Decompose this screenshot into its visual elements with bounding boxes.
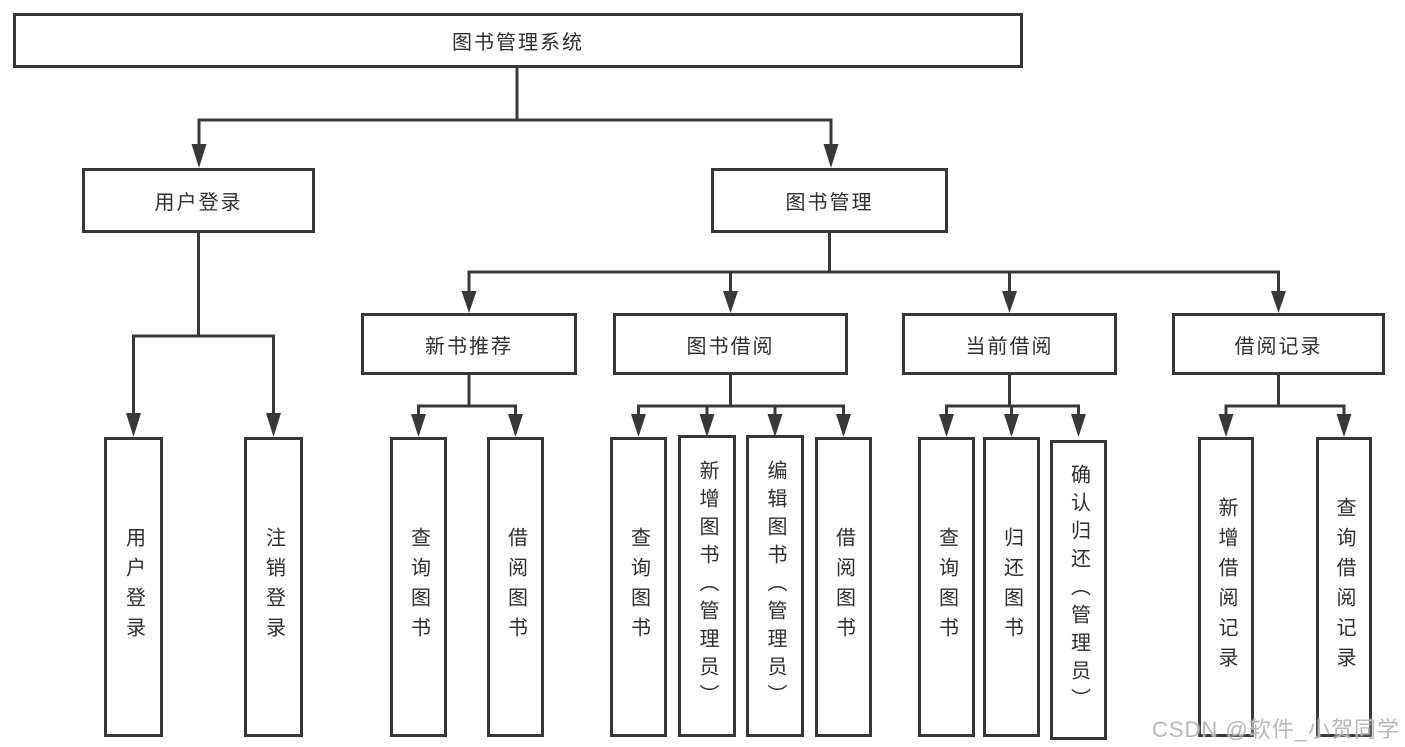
node-borrow-records: 借阅记录 xyxy=(1172,313,1385,375)
node-borrow-records-label: 借阅记录 xyxy=(1234,335,1323,358)
leaf-record-query: 查询借阅记录 xyxy=(1316,437,1372,737)
leaf-newbook-borrow-label: 借阅图书 xyxy=(504,527,527,647)
leaf-user-login-label: 用户登录 xyxy=(122,527,145,647)
leaf-borrow-add: 新增图书（管理员） xyxy=(678,435,736,737)
node-new-book-rec: 新书推荐 xyxy=(361,313,577,375)
connector-new-book-split xyxy=(411,375,523,437)
leaf-logout-label: 注销登录 xyxy=(262,527,285,647)
node-user-login-label: 用户登录 xyxy=(154,192,243,214)
connector-user-login-split xyxy=(126,233,281,437)
leaf-borrow-edit-label: 编辑图书（管理员） xyxy=(764,460,786,712)
connector-book-mgmt-split xyxy=(461,233,1286,313)
node-new-book-rec-label: 新书推荐 xyxy=(425,335,513,358)
connector-book-borrow-split xyxy=(631,375,851,437)
node-current-borrow-label: 当前借阅 xyxy=(965,335,1054,358)
node-user-login: 用户登录 xyxy=(82,168,315,233)
connector-current-borrow-split xyxy=(939,375,1086,437)
leaf-borrow-add-label: 新增图书（管理员） xyxy=(696,460,718,712)
leaf-user-login: 用户登录 xyxy=(104,437,163,737)
csdn-watermark: CSDN @软件_小贺同学 xyxy=(1151,717,1400,742)
leaf-record-query-label: 查询借阅记录 xyxy=(1333,497,1355,677)
node-book-borrow-label: 图书借阅 xyxy=(686,335,775,358)
leaf-record-add: 新增借阅记录 xyxy=(1198,437,1254,737)
leaf-current-return: 归还图书 xyxy=(983,437,1040,737)
leaf-borrow-borrow: 借阅图书 xyxy=(815,437,872,737)
leaf-current-confirm: 确认归还（管理员） xyxy=(1050,440,1107,740)
node-root-label: 图书管理系统 xyxy=(452,32,584,54)
leaf-current-query: 查询图书 xyxy=(918,437,975,737)
leaf-current-confirm-label: 确认归还（管理员） xyxy=(1067,464,1090,716)
leaf-borrow-query-label: 查询图书 xyxy=(627,527,650,647)
leaf-borrow-borrow-label: 借阅图书 xyxy=(832,527,855,647)
leaf-newbook-query-label: 查询图书 xyxy=(407,527,430,647)
leaf-borrow-query: 查询图书 xyxy=(610,437,667,737)
leaf-current-return-label: 归还图书 xyxy=(1000,527,1023,647)
leaf-borrow-edit: 编辑图书（管理员） xyxy=(746,435,804,737)
node-current-borrow: 当前借阅 xyxy=(902,313,1117,375)
leaf-current-query-label: 查询图书 xyxy=(935,527,958,647)
leaf-newbook-query: 查询图书 xyxy=(390,437,447,737)
connector-borrow-records-split xyxy=(1218,375,1352,437)
node-book-borrow: 图书借阅 xyxy=(613,313,848,375)
leaf-newbook-borrow: 借阅图书 xyxy=(487,437,544,737)
node-book-mgmt-label: 图书管理 xyxy=(785,192,874,214)
node-book-mgmt: 图书管理 xyxy=(711,168,948,233)
connector-root-split xyxy=(191,68,839,168)
leaf-record-add-label: 新增借阅记录 xyxy=(1215,497,1237,677)
node-root: 图书管理系统 xyxy=(13,13,1023,68)
leaf-logout: 注销登录 xyxy=(244,437,303,737)
